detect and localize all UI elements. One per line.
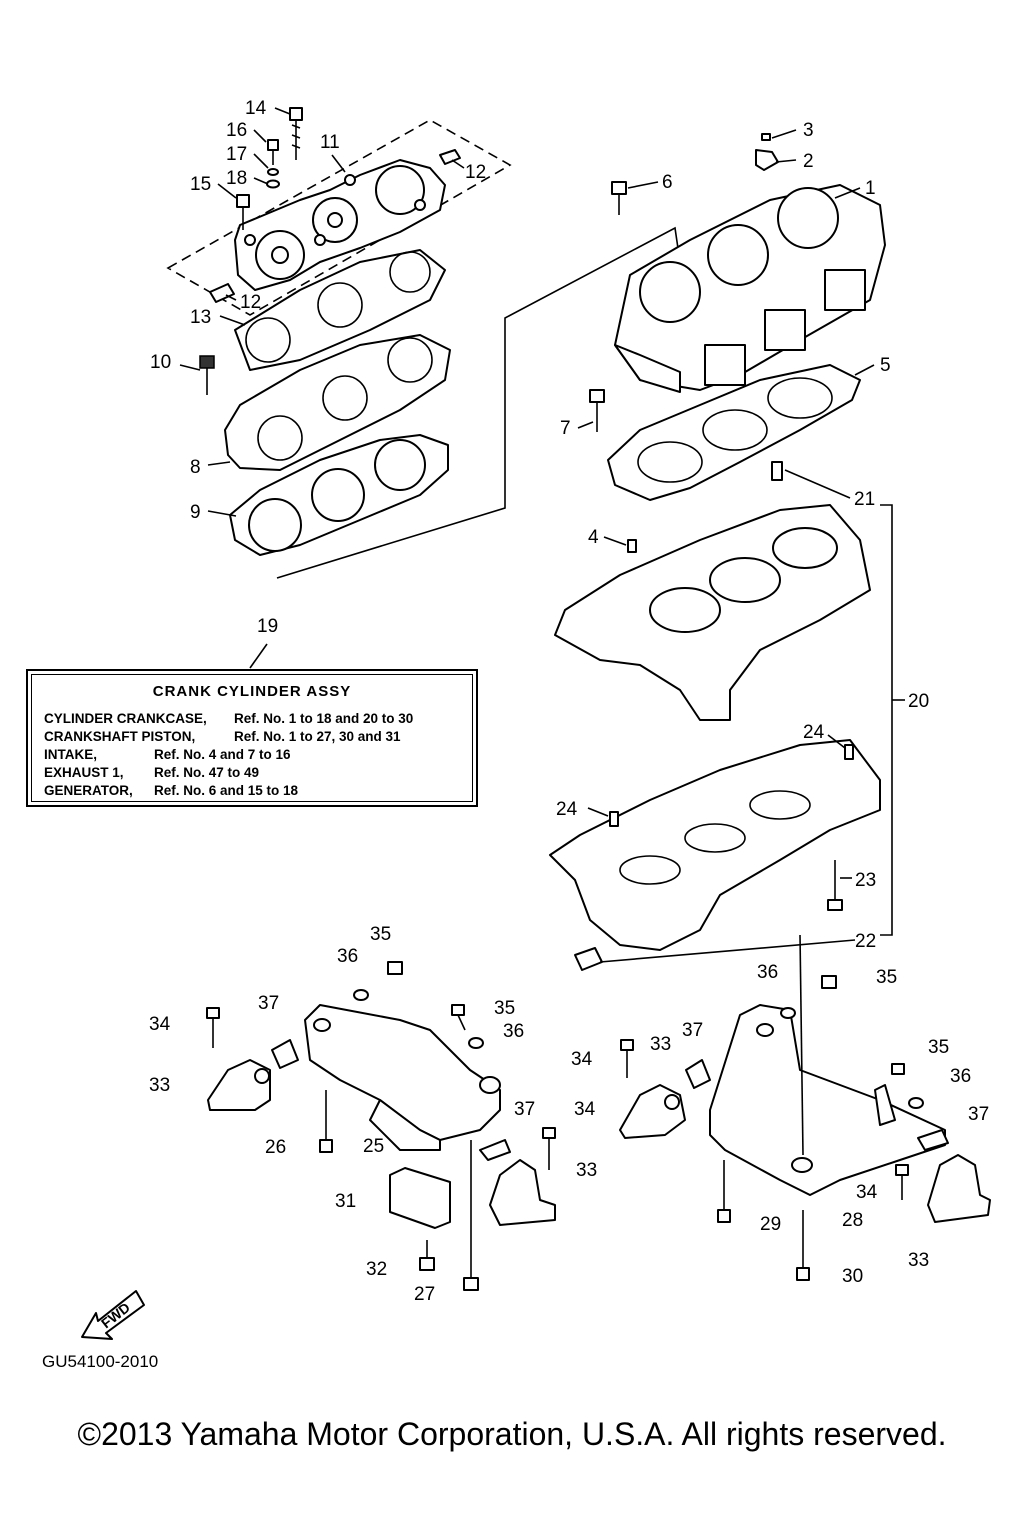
leader-lines xyxy=(179,107,905,963)
assembly-row: EXHAUST 1, Ref. No. 47 to 49 xyxy=(44,764,460,782)
callout-35b: 35 xyxy=(494,998,515,1019)
callout-27: 27 xyxy=(414,1284,435,1305)
assembly-title: CRANK CYLINDER ASSY xyxy=(152,683,352,700)
callout-33b: 33 xyxy=(576,1160,597,1181)
callout-35d: 35 xyxy=(928,1037,949,1058)
leader-bracket-20 xyxy=(880,504,893,936)
callout-3: 3 xyxy=(803,120,814,141)
callout-10: 10 xyxy=(150,352,171,373)
callout-35c: 35 xyxy=(876,967,897,988)
assembly-row-name: EXHAUST 1, xyxy=(44,765,124,780)
callout-24b: 24 xyxy=(556,799,578,820)
callout-11: 11 xyxy=(320,132,340,153)
figure-code: GU54100-2010 xyxy=(42,1352,159,1371)
assembly-reference-inner: CRANK CYLINDER ASSY CYLINDER CRANKCASE, … xyxy=(31,674,473,802)
callout-23: 23 xyxy=(855,870,876,891)
assembly-row-ref: Ref. No. 6 and 15 to 18 xyxy=(154,783,299,798)
rear-engine-mount xyxy=(619,934,991,1281)
callout-33c: 33 xyxy=(650,1034,671,1055)
callout-25: 25 xyxy=(363,1136,384,1157)
leader-bracket xyxy=(276,226,681,579)
callout-32: 32 xyxy=(366,1259,387,1280)
callout-13: 13 xyxy=(190,307,211,328)
assembly-row: CRANKSHAFT PISTON, Ref. No. 1 to 27, 30 … xyxy=(44,728,460,746)
callout-34c: 34 xyxy=(571,1049,593,1070)
callout-28: 28 xyxy=(842,1210,863,1231)
callout-9: 9 xyxy=(190,502,201,523)
assembly-row-ref: Ref. No. 1 to 18 and 20 to 30 xyxy=(234,711,414,726)
callout-22: 22 xyxy=(855,931,876,952)
callout-7: 7 xyxy=(560,418,571,439)
callout-5: 5 xyxy=(880,355,891,376)
callout-37b: 37 xyxy=(514,1099,535,1120)
callout-20: 20 xyxy=(908,691,929,712)
front-engine-mount xyxy=(206,961,556,1291)
callout-17: 17 xyxy=(226,144,247,165)
callout-37d: 37 xyxy=(968,1104,989,1125)
cylinder-block xyxy=(589,133,886,432)
callout-31: 31 xyxy=(335,1191,356,1212)
callout-18: 18 xyxy=(226,168,247,189)
callout-26: 26 xyxy=(265,1137,286,1158)
assembly-row-name: CRANKSHAFT PISTON, xyxy=(44,729,196,744)
callout-36b: 36 xyxy=(503,1021,524,1042)
callout-34a: 34 xyxy=(149,1014,171,1035)
generator-cover-group xyxy=(166,107,512,316)
assembly-row-ref: Ref. No. 1 to 27, 30 and 31 xyxy=(234,729,401,744)
callout-30: 30 xyxy=(842,1266,863,1287)
assembly-row-name: GENERATOR, xyxy=(44,783,133,798)
callout-33d: 33 xyxy=(908,1250,929,1271)
callout-2: 2 xyxy=(803,151,814,172)
callout-37a: 37 xyxy=(258,993,279,1014)
upper-crankcase xyxy=(554,461,871,721)
assembly-row-name: CYLINDER CRANKCASE, xyxy=(44,711,207,726)
base-gasket xyxy=(607,364,861,501)
callout-36a: 36 xyxy=(337,946,358,967)
callout-33a: 33 xyxy=(149,1075,170,1096)
callout-14: 14 xyxy=(245,98,267,119)
callout-36c: 36 xyxy=(757,962,778,983)
callout-19: 19 xyxy=(257,616,278,637)
assembly-row-name: INTAKE, xyxy=(44,747,97,762)
cylinder-head-group xyxy=(199,249,451,556)
assembly-row: INTAKE, Ref. No. 4 and 7 to 16 xyxy=(44,746,460,764)
callout-37c: 37 xyxy=(682,1020,703,1041)
callout-16: 16 xyxy=(226,120,247,141)
callout-12b: 12 xyxy=(240,292,261,313)
callout-15: 15 xyxy=(190,174,211,195)
assembly-reference-box: CRANK CYLINDER ASSY CYLINDER CRANKCASE, … xyxy=(26,669,478,807)
assembly-row-ref: Ref. No. 4 and 7 to 16 xyxy=(154,747,291,762)
callout-4: 4 xyxy=(588,527,599,548)
callout-21: 21 xyxy=(854,489,875,510)
assembly-row-ref: Ref. No. 47 to 49 xyxy=(154,765,260,780)
lower-crankcase xyxy=(549,739,881,971)
callout-6: 6 xyxy=(662,172,673,193)
callout-8: 8 xyxy=(190,457,201,478)
callout-1: 1 xyxy=(865,178,876,199)
forward-arrow-icon: FWD xyxy=(78,1283,158,1343)
callout-34b: 34 xyxy=(574,1099,596,1120)
callout-29: 29 xyxy=(760,1214,781,1235)
assembly-row: GENERATOR, Ref. No. 6 and 15 to 18 xyxy=(44,782,460,800)
callout-35a: 35 xyxy=(370,924,391,945)
assembly-row: CYLINDER CRANKCASE, Ref. No. 1 to 18 and… xyxy=(44,710,460,728)
callout-12a: 12 xyxy=(465,162,486,183)
callout-34d: 34 xyxy=(856,1182,878,1203)
callout-labels: 1 2 3 4 5 6 7 8 9 10 11 12 12 13 14 15 1… xyxy=(149,98,989,1305)
callout-24a: 24 xyxy=(803,722,825,743)
copyright-notice: ©2013 Yamaha Motor Corporation, U.S.A. A… xyxy=(77,1416,947,1452)
callout-36d: 36 xyxy=(950,1066,971,1087)
